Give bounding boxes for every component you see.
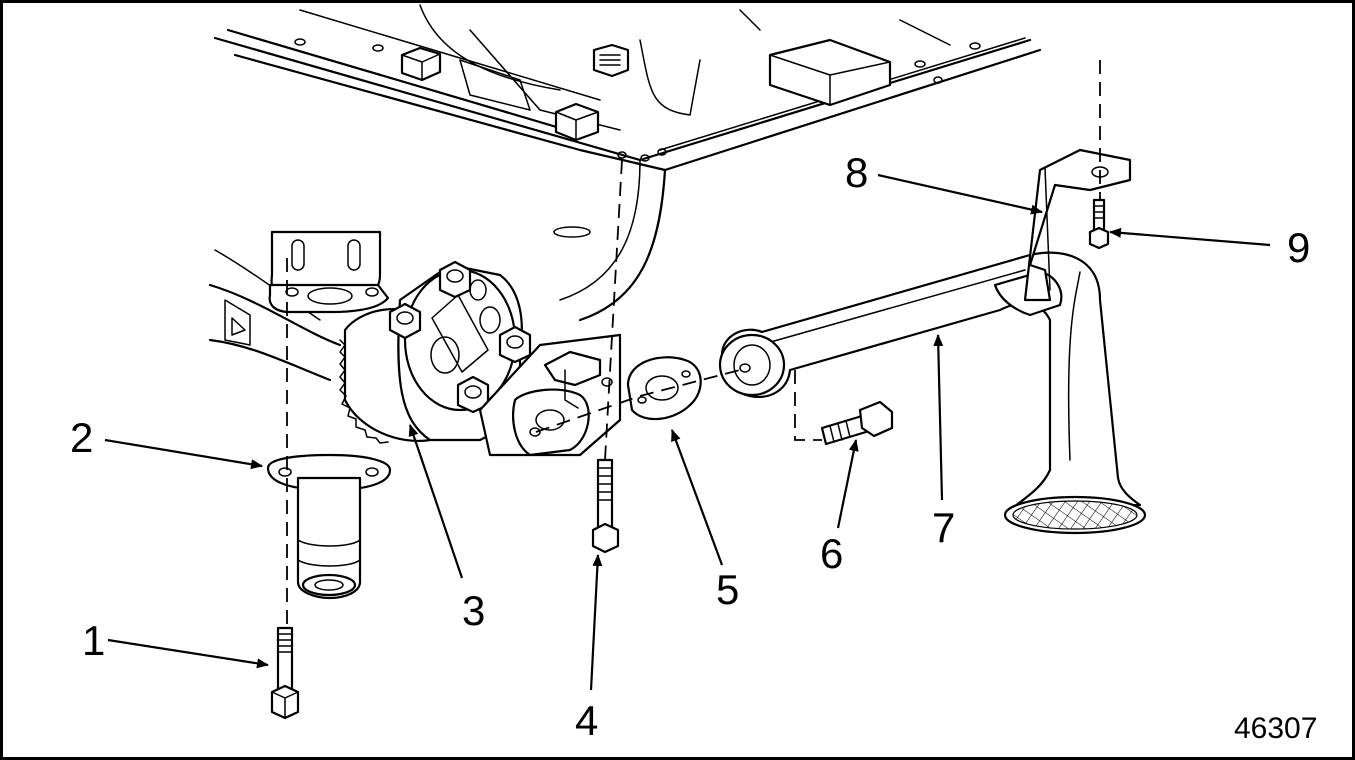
assembly-axes <box>286 60 1101 628</box>
bolt-6 <box>820 400 894 446</box>
bolt-9 <box>1088 198 1110 250</box>
callout-9: 9 <box>1287 224 1310 271</box>
callout-4: 4 <box>575 697 598 744</box>
oil-pump <box>268 230 622 457</box>
engine-block <box>213 4 1042 322</box>
gasket <box>626 356 702 421</box>
callout-3: 3 <box>462 587 485 634</box>
callout-8: 8 <box>845 149 868 196</box>
callout-7: 7 <box>932 504 955 551</box>
leader-arrows <box>104 173 1271 691</box>
callout-5: 5 <box>716 566 739 613</box>
oil-pickup-tube <box>718 251 1147 535</box>
callout-6: 6 <box>820 530 843 577</box>
callout-1: 1 <box>82 617 105 664</box>
bolt-4 <box>591 458 620 554</box>
bolt-1 <box>270 626 300 720</box>
figure-number: 46307 <box>1234 712 1317 745</box>
callout-2: 2 <box>70 414 93 461</box>
pickup-adapter <box>266 453 392 600</box>
